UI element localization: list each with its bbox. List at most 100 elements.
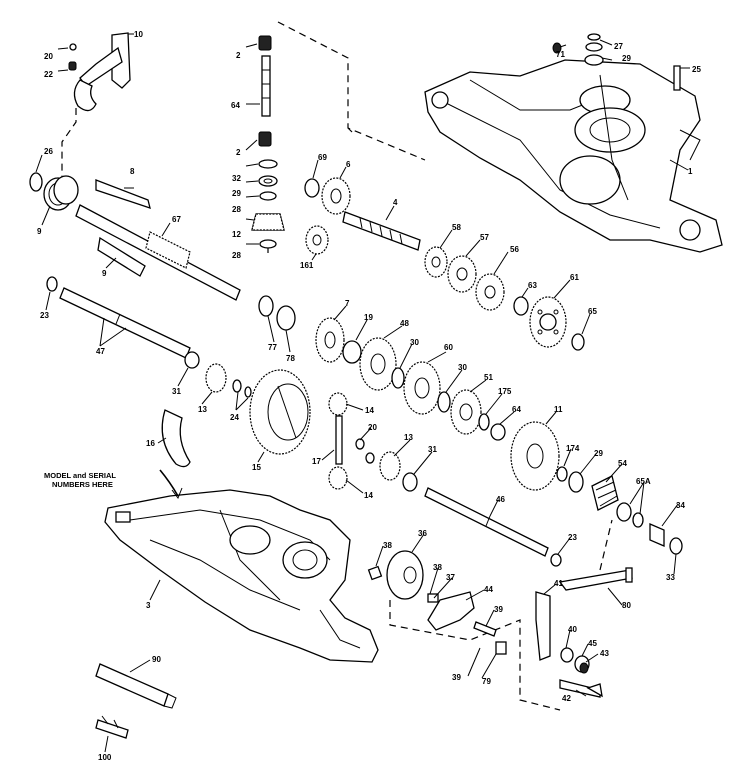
part-label-16: 16 — [146, 439, 155, 448]
part-label-12: 12 — [232, 230, 241, 239]
part-label-77: 77 — [268, 343, 277, 352]
part-label-54: 54 — [618, 459, 627, 468]
part-label-9: 9 — [37, 227, 42, 236]
part-label-20: 20 — [44, 52, 53, 61]
part-label-28: 28 — [232, 205, 241, 214]
part-label-100: 100 — [98, 753, 112, 762]
part-label-69: 69 — [318, 153, 327, 162]
part-label-7: 7 — [345, 299, 350, 308]
part-label-14: 14 — [365, 406, 374, 415]
part-label-27: 27 — [614, 42, 623, 51]
part-label-38: 38 — [433, 563, 442, 572]
part-label-2: 2 — [236, 148, 241, 157]
part-label-40: 40 — [568, 625, 577, 634]
note-line-1: MODEL and SERIAL — [44, 471, 116, 480]
vertical-shaft-stack — [251, 35, 285, 249]
part-label-1: 1 — [688, 167, 693, 176]
lower-housing — [104, 469, 379, 663]
part-label-34: 34 — [676, 501, 685, 510]
small-gear-cluster — [304, 177, 351, 255]
part-label-10: 10 — [134, 30, 143, 39]
part-label-22: 22 — [44, 70, 53, 79]
part-label-29: 29 — [232, 189, 241, 198]
part-label-65: 65 — [588, 307, 597, 316]
part-label-13: 13 — [404, 433, 413, 442]
part-label-11: 11 — [554, 405, 563, 414]
part-label-14: 14 — [364, 491, 373, 500]
part-label-65A: 65A — [636, 477, 651, 486]
part-label-78: 78 — [286, 354, 295, 363]
part-label-64: 64 — [231, 101, 240, 110]
part-label-9: 9 — [102, 269, 107, 278]
part-label-175: 175 — [498, 387, 512, 396]
upper-housing — [424, 33, 723, 253]
note-line-2: NUMBERS HERE — [52, 480, 113, 489]
part-label-39: 39 — [452, 673, 461, 682]
part-label-56: 56 — [510, 245, 519, 254]
leader-lines — [35, 33, 690, 753]
differential-group — [161, 369, 418, 492]
input-shaft-group — [29, 172, 241, 301]
part-label-42: 42 — [562, 694, 571, 703]
part-label-6: 6 — [346, 160, 351, 169]
part-label-33: 33 — [666, 573, 675, 582]
part-label-67: 67 — [172, 215, 181, 224]
part-label-44: 44 — [484, 585, 493, 594]
part-label-19: 19 — [364, 313, 373, 322]
part-label-51: 51 — [484, 373, 493, 382]
part-label-36: 36 — [418, 529, 427, 538]
part-label-41: 41 — [554, 579, 563, 588]
part-label-174: 174 — [566, 444, 580, 453]
part-labels: 10 20 22 2 64 2 32 29 28 12 28 71 27 29 … — [37, 30, 701, 762]
part-label-71: 71 — [556, 50, 565, 59]
part-label-4: 4 — [393, 198, 398, 207]
part-label-26: 26 — [44, 147, 53, 156]
part-label-39: 39 — [494, 605, 503, 614]
part-label-64: 64 — [512, 405, 521, 414]
part-label-63: 63 — [528, 281, 537, 290]
part-label-48: 48 — [400, 319, 409, 328]
part-label-61: 61 — [570, 273, 579, 282]
part-label-43: 43 — [600, 649, 609, 658]
part-label-80: 80 — [622, 601, 631, 610]
model-serial-note: MODEL and SERIAL NUMBERS HERE — [44, 471, 116, 489]
part-label-23: 23 — [568, 533, 577, 542]
part-label-25: 25 — [692, 65, 701, 74]
part-label-57: 57 — [480, 233, 489, 242]
part-label-90: 90 — [152, 655, 161, 664]
part-label-45: 45 — [588, 639, 597, 648]
part-label-3: 3 — [146, 601, 151, 610]
part-label-15: 15 — [252, 463, 261, 472]
part-label-2: 2 — [236, 51, 241, 60]
part-label-28: 28 — [232, 251, 241, 260]
part-label-79: 79 — [482, 677, 491, 686]
countershaft-group — [342, 211, 585, 351]
part-label-29: 29 — [594, 449, 603, 458]
gear-train — [315, 317, 560, 491]
brake-shaft-group — [424, 466, 683, 567]
part-label-32: 32 — [232, 174, 241, 183]
part-label-60: 60 — [444, 343, 453, 352]
part-label-13: 13 — [198, 405, 207, 414]
part-label-47: 47 — [96, 347, 105, 356]
part-label-31: 31 — [428, 445, 437, 454]
part-label-37: 37 — [446, 573, 455, 582]
part-label-31: 31 — [172, 387, 181, 396]
part-label-46: 46 — [496, 495, 505, 504]
part-label-38: 38 — [383, 541, 392, 550]
part-label-24: 24 — [230, 413, 239, 422]
part-label-8: 8 — [130, 167, 135, 176]
part-label-30: 30 — [410, 338, 419, 347]
brake-linkage-group — [367, 550, 633, 698]
part-label-20: 20 — [368, 423, 377, 432]
part-label-17: 17 — [312, 457, 321, 466]
part-label-58: 58 — [452, 223, 461, 232]
output-shaft-group — [46, 276, 296, 398]
shift-fork-assembly — [68, 32, 131, 112]
part-label-30: 30 — [458, 363, 467, 372]
part-label-29: 29 — [622, 54, 631, 63]
part-label-161: 161 — [300, 261, 314, 270]
sealant-parts — [95, 663, 177, 739]
